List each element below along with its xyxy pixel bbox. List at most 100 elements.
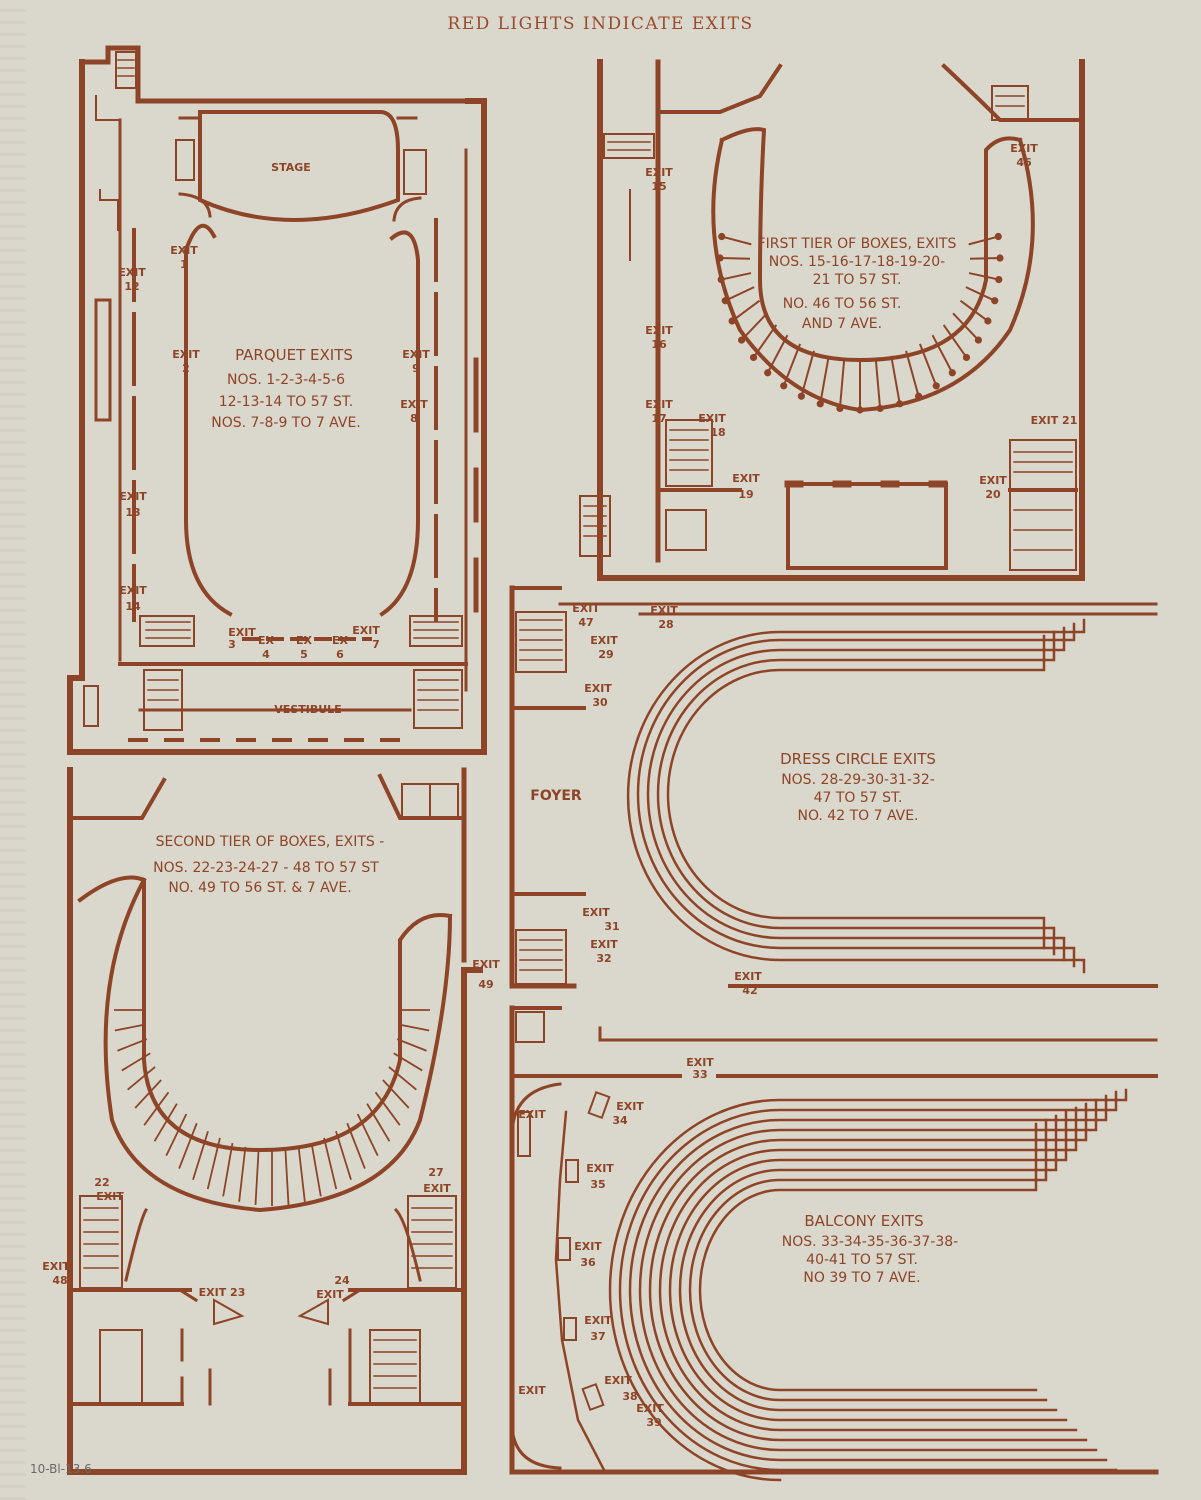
box-partition [959,299,989,322]
exit-14-label: EXIT [119,584,147,597]
exit-42-label: EXIT [734,970,762,983]
box-door-marker [962,353,971,362]
page-header: RED LIGHTS INDICATE EXITS [447,14,754,34]
exit-16-label: EXIT [645,324,673,337]
parquet-plan [67,45,487,755]
box-door-marker [737,336,746,344]
exit-4-number: 4 [262,648,270,661]
box-partition [905,350,920,397]
exit-23-label: EXIT 23 [199,1286,246,1299]
box-partition [254,1149,260,1205]
box-door-marker [716,254,724,262]
exit-36-label: EXIT [574,1240,602,1253]
box-door-marker [749,353,758,362]
box-door-marker [996,254,1004,262]
box-partition [127,1066,156,1091]
box-partition [720,272,752,281]
balcony-line-2: 40-41 TO 57 ST. [806,1252,918,1268]
first-tier-box-ticks [716,232,1004,414]
exit-22-number: 22 [94,1176,109,1189]
box-door-marker [717,275,725,284]
box-partition [819,355,830,404]
box-partition [165,1113,188,1157]
exit-40-label: EXIT [518,1108,546,1121]
box-partition [143,1091,170,1126]
second-tier-box-ticks [114,1009,430,1206]
parquet-line-1: NOS. 1-2-3-4-5-6 [227,372,345,388]
exit-49-number: 49 [478,978,493,991]
exit-41-label: EXIT [518,1384,546,1397]
box-door-marker [974,336,983,344]
box-partition [968,272,1000,281]
box-partition [724,286,755,302]
exit-1-label: EXIT [170,244,198,257]
exit-46-number: 46 [1016,156,1032,169]
exit-8-label: EXIT [400,398,428,411]
first-tier-line-2: 21 TO 57 ST. [813,272,902,288]
exit-39-label: EXIT [636,1402,664,1415]
exit-33-label: EXIT [686,1056,714,1069]
exit-19-number: 19 [738,488,753,501]
box-partition [121,1052,151,1072]
exit-27-label: EXIT [423,1182,451,1195]
pencil-annotation: 10-Bl-13.6 [30,1462,92,1476]
box-partition [752,324,778,358]
box-door-marker [718,232,726,241]
box-door-marker [780,382,788,390]
box-partition [297,1146,306,1202]
box-partition [366,1103,391,1142]
box-partition [719,257,751,260]
exit-34-label: EXIT [616,1100,644,1113]
parquet-title: PARQUET EXITS [235,346,353,364]
exit-30-label: EXIT [584,682,612,695]
exit-35-number: 35 [590,1178,605,1191]
box-partition [396,1038,427,1052]
balcony-line-1: NOS. 33-34-35-36-37-38- [782,1234,958,1250]
box-partition [117,1038,148,1052]
exit-13-number: 13 [125,506,140,519]
parquet-line-2: 12-13-14 TO 57 ST. [219,394,354,410]
dress-circle-line-3: NO. 42 TO 7 AVE. [797,808,918,824]
box-partition [178,1122,198,1169]
box-door-marker [876,404,884,413]
box-partition [740,312,768,341]
exit-48-number: 48 [52,1274,67,1287]
exit-29-label: EXIT [590,634,618,647]
exit-24-label: EXIT [316,1288,344,1301]
box-partition [393,1052,423,1072]
exit-32-label: EXIT [590,938,618,951]
box-door-marker [816,400,824,408]
exit-17-number: 17 [651,412,666,425]
box-door-marker [991,297,999,305]
box-partition [952,312,980,341]
stage-label: STAGE [271,161,311,174]
exit-22-label: EXIT [96,1190,124,1203]
exit-42-number: 42 [742,984,757,997]
box-door-marker [721,297,729,305]
exit-12-label: EXIT [118,266,146,279]
exit-36-number: 36 [580,1256,596,1269]
box-partition [968,235,999,246]
first-tier-plan [579,59,1085,581]
box-partition [969,257,1001,260]
box-door-marker [948,369,956,377]
box-partition [114,1023,145,1032]
first-tier-line-4: AND 7 AVE. [802,316,882,332]
box-partition [238,1146,247,1202]
box-partition [931,334,954,374]
exit-7-number: 7 [372,638,380,651]
box-partition [838,358,846,409]
box-partition [382,1079,410,1109]
exit-2-number: 2 [182,362,190,375]
box-partition [222,1142,234,1197]
box-partition [399,1023,430,1032]
balcony-line-3: NO 39 TO 7 AVE. [803,1270,920,1286]
exit-38-label: EXIT [604,1374,632,1387]
box-door-marker [984,317,992,325]
dress-circle-title: DRESS CIRCLE EXITS [780,750,936,768]
exit-5-number: 5 [300,648,308,661]
box-partition [782,343,802,387]
exit-5-label: EX [296,634,313,647]
